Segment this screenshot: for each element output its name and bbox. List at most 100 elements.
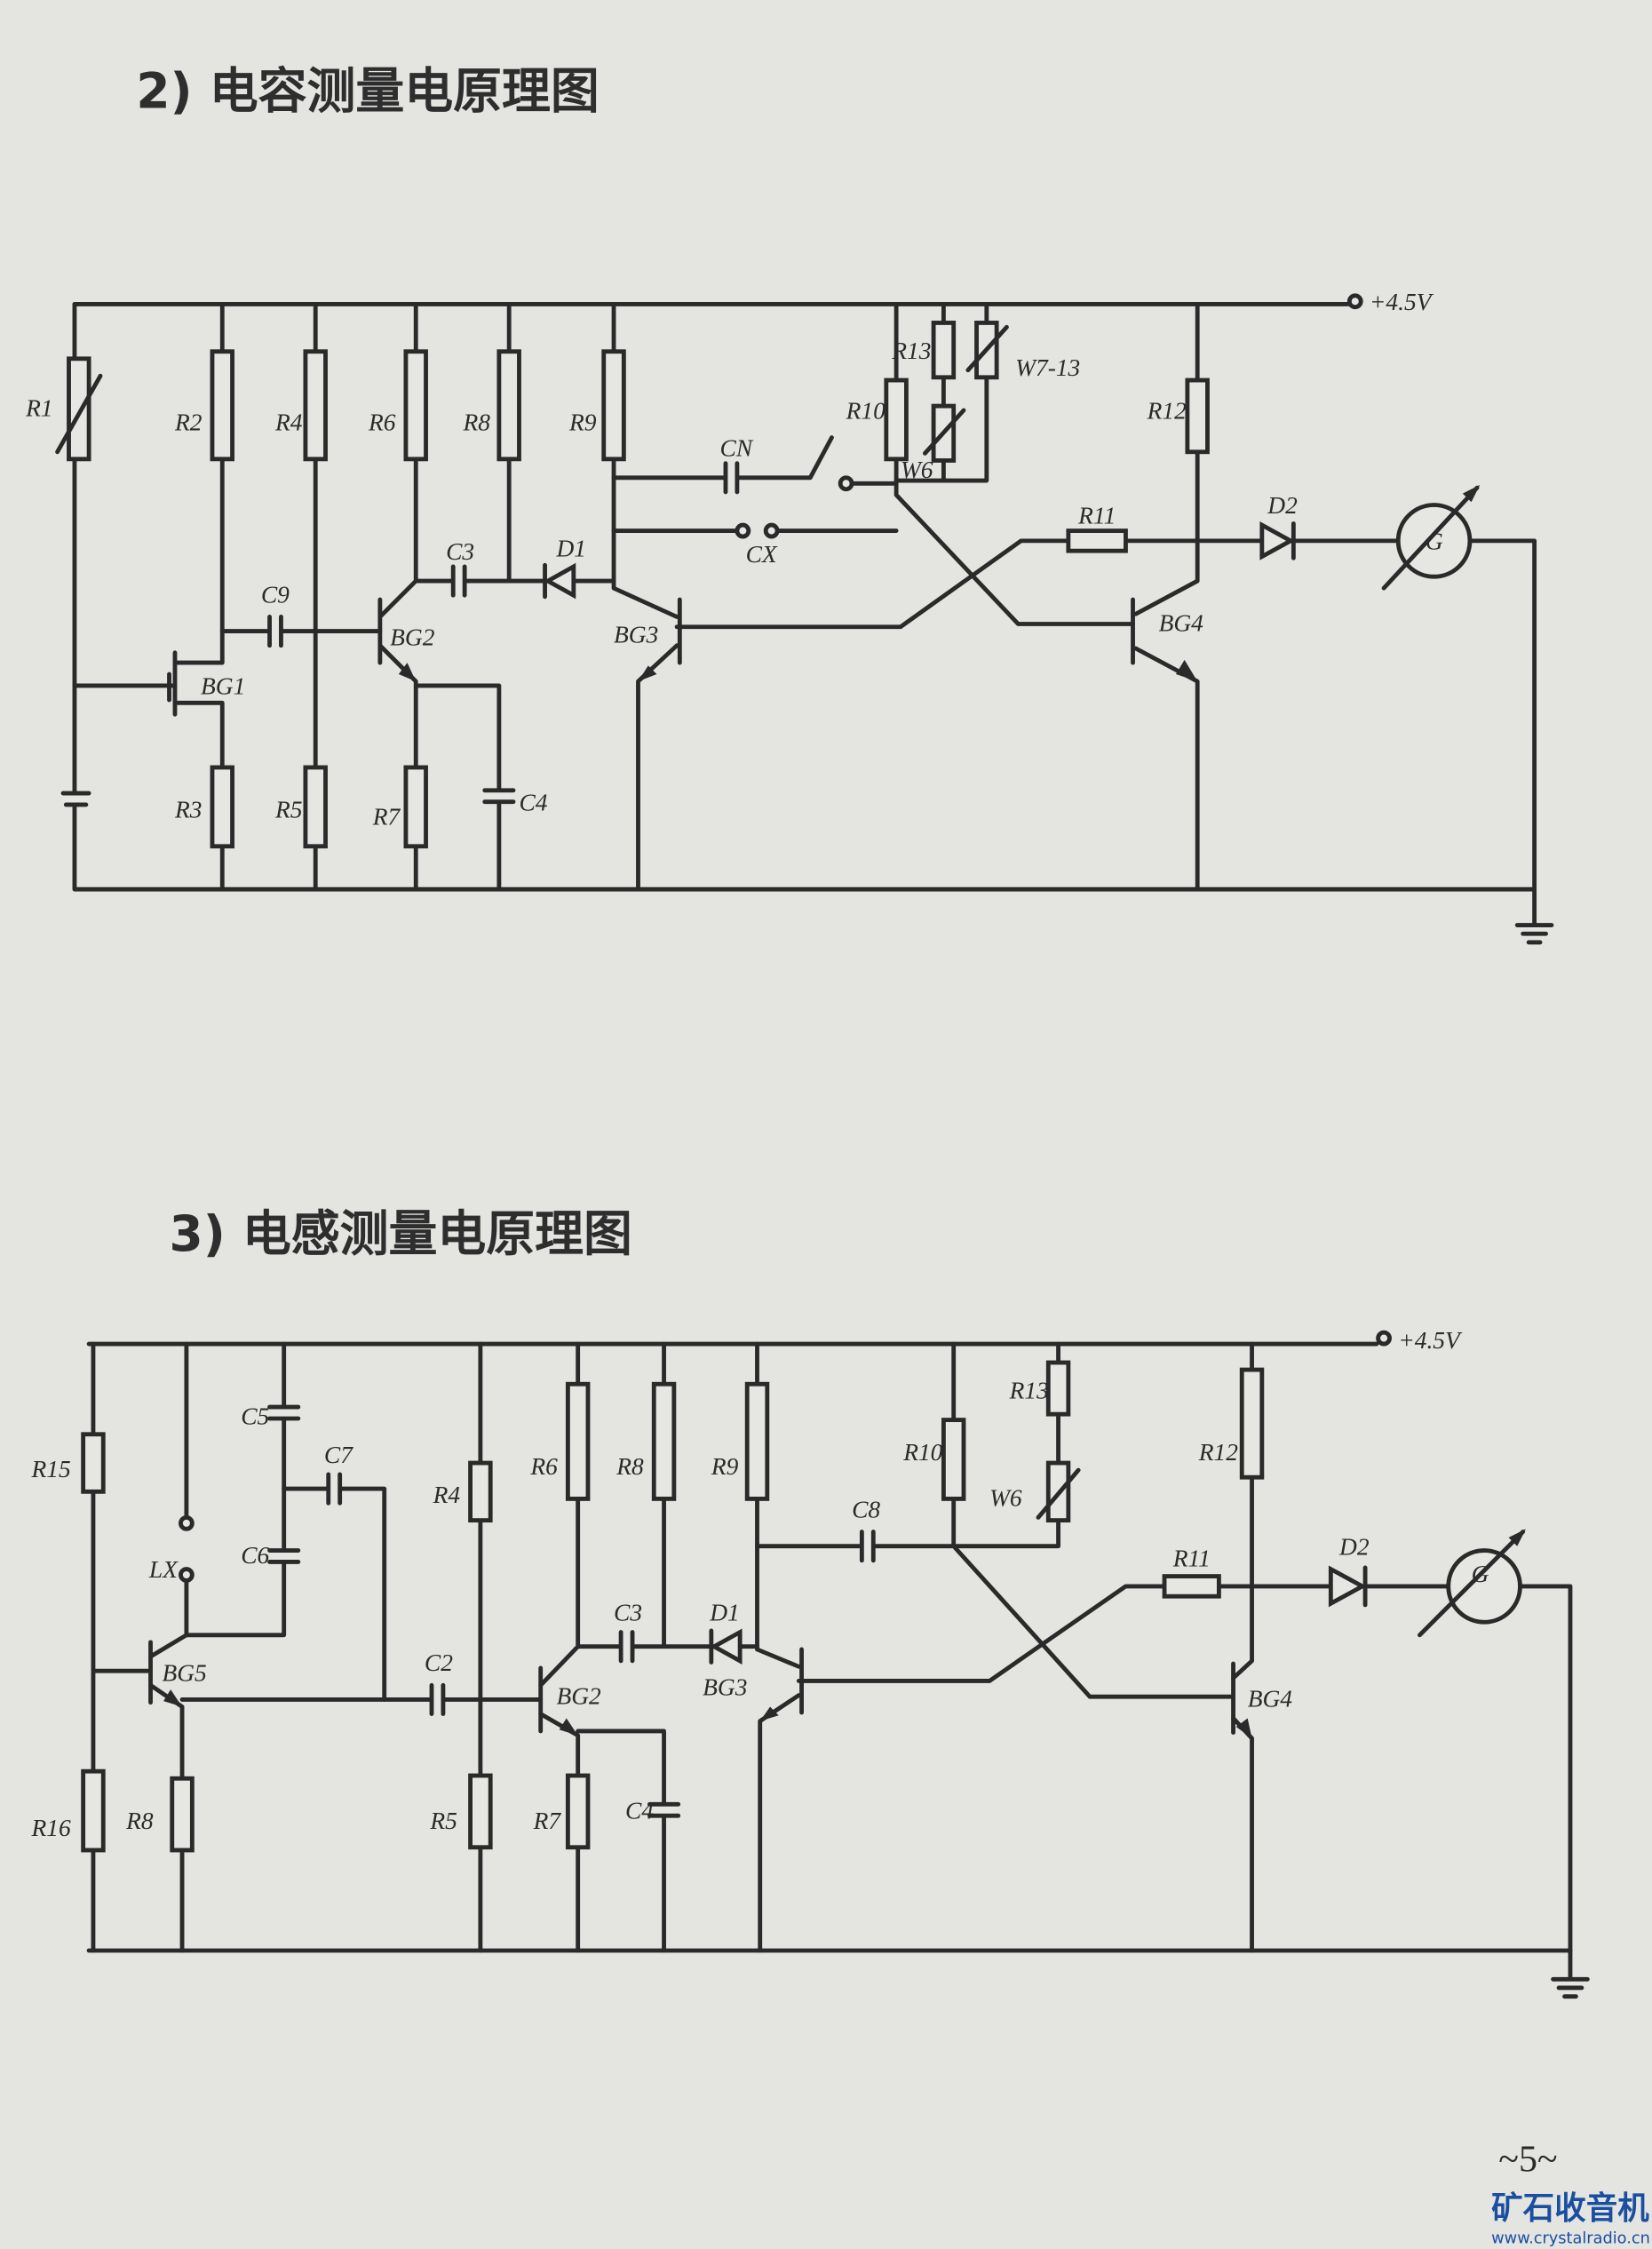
supply-terminal xyxy=(1346,293,1363,310)
capacitor-c9: C9 xyxy=(261,581,290,648)
resistor-r6: R6 xyxy=(529,1381,591,1501)
svg-text:矿石收音机: 矿石收音机 xyxy=(1491,2190,1649,2227)
svg-text:C6: C6 xyxy=(241,1542,269,1569)
resistor-r8-left: R8 xyxy=(125,1776,195,1853)
svg-text:G: G xyxy=(1426,528,1443,555)
capacitor-c4: C4 xyxy=(625,1797,681,1824)
capacitance-diagram: 2) 电容测量电原理图 +4.5V R1 R2 R3 R4 R5 R6 xyxy=(25,62,1554,945)
svg-text:R12: R12 xyxy=(1147,398,1187,425)
diagram1-title: 2) 电容测量电原理图 xyxy=(136,62,599,119)
svg-text:R13: R13 xyxy=(1009,1377,1049,1403)
capacitor-c3: C3 xyxy=(446,538,474,598)
svg-text:C4: C4 xyxy=(519,789,547,815)
lx-terminals[interactable]: LX xyxy=(148,1514,195,1583)
svg-text:R10: R10 xyxy=(846,398,886,425)
resistor-r7: R7 xyxy=(372,765,428,849)
svg-text:R13: R13 xyxy=(891,338,931,364)
diagram2-title: 3) 电感测量电原理图 xyxy=(170,1205,632,1262)
resistor-r8: R8 xyxy=(463,349,521,462)
svg-text:C4: C4 xyxy=(625,1797,654,1824)
resistor-r11: R11 xyxy=(1162,1545,1221,1599)
svg-text:C7: C7 xyxy=(324,1442,353,1468)
svg-text:C3: C3 xyxy=(614,1600,642,1626)
svg-text:R12: R12 xyxy=(1198,1439,1238,1466)
switch-terminal xyxy=(838,475,854,492)
svg-text:R7: R7 xyxy=(533,1808,562,1834)
resistor-r9: R9 xyxy=(711,1381,770,1501)
svg-text:W6: W6 xyxy=(901,457,933,483)
inductance-diagram: 3) 电感测量电原理图 +4.5V R15 R16 R8 R4 R5 R xyxy=(31,1205,1590,1999)
capacitor-battery xyxy=(60,791,91,807)
potentiometer-w7-13: W7-13 xyxy=(965,321,1080,381)
supply-terminal xyxy=(1376,1330,1392,1347)
capacitor-c3: C3 xyxy=(614,1600,642,1664)
svg-text:LX: LX xyxy=(148,1556,179,1583)
capacitor-c8: C8 xyxy=(852,1496,880,1563)
svg-text:D1: D1 xyxy=(709,1600,740,1626)
capacitor-c7: C7 xyxy=(324,1442,353,1506)
svg-text:R8: R8 xyxy=(616,1453,644,1480)
svg-text:D2: D2 xyxy=(1267,492,1298,519)
svg-text:R2: R2 xyxy=(174,409,203,436)
svg-text:BG2: BG2 xyxy=(390,624,435,651)
svg-text:BG2: BG2 xyxy=(556,1682,601,1709)
transistor-bg3: BG3 xyxy=(614,597,682,682)
svg-text:G: G xyxy=(1472,1561,1489,1587)
resistor-r15: R15 xyxy=(31,1432,106,1494)
svg-text:www.crystalradio.cn: www.crystalradio.cn xyxy=(1491,2229,1650,2247)
resistor-r13: R13 xyxy=(1009,1360,1071,1417)
svg-text:W7-13: W7-13 xyxy=(1015,354,1080,381)
diode-d2: D2 xyxy=(1259,492,1298,560)
svg-text:R4: R4 xyxy=(274,409,303,436)
capacitor-cn: CN xyxy=(720,435,754,495)
capacitor-c4: C4 xyxy=(482,788,548,815)
svg-text:BG3: BG3 xyxy=(703,1674,747,1701)
resistor-r4: R4 xyxy=(433,1460,493,1523)
cx-terminals[interactable]: CX xyxy=(735,522,780,568)
svg-text:R10: R10 xyxy=(902,1439,942,1466)
svg-text:W6: W6 xyxy=(989,1484,1022,1511)
resistor-r9: R9 xyxy=(568,349,626,462)
svg-text:D2: D2 xyxy=(1338,1533,1370,1560)
transistor-bg3: BG3 xyxy=(703,1647,804,1721)
resistor-r13: R13 xyxy=(891,321,957,380)
svg-text:R5: R5 xyxy=(429,1808,457,1834)
resistor-r4: R4 xyxy=(274,349,328,462)
resistor-r10: R10 xyxy=(846,377,909,462)
svg-text:R7: R7 xyxy=(372,804,401,830)
potentiometer-w6: W6 xyxy=(989,1460,1081,1523)
page-number: ~5~ xyxy=(1498,2140,1557,2181)
resistor-r16: R16 xyxy=(31,1768,106,1853)
svg-text:R1: R1 xyxy=(25,394,52,421)
svg-text:BG4: BG4 xyxy=(1159,610,1204,637)
resistor-r1: R1 xyxy=(25,356,103,462)
resistor-r5: R5 xyxy=(274,765,328,849)
svg-text:R16: R16 xyxy=(31,1815,71,1841)
diode-d2: D2 xyxy=(1328,1533,1370,1608)
resistor-r2: R2 xyxy=(174,349,234,462)
svg-text:C3: C3 xyxy=(446,538,474,565)
watermark: 矿石收音机 www.crystalradio.cn xyxy=(1491,2190,1650,2247)
svg-text:C5: C5 xyxy=(241,1403,269,1429)
svg-text:BG1: BG1 xyxy=(201,673,245,700)
transistor-bg5: BG5 xyxy=(148,1640,207,1707)
resistor-r8: R8 xyxy=(616,1381,677,1501)
resistor-r11: R11 xyxy=(1066,502,1128,553)
diode-d1: D1 xyxy=(709,1600,743,1665)
resistor-r7: R7 xyxy=(533,1773,591,1850)
svg-text:R9: R9 xyxy=(568,409,597,436)
diode-d1: D1 xyxy=(543,536,586,600)
svg-text:CX: CX xyxy=(746,541,778,568)
svg-text:BG4: BG4 xyxy=(1248,1686,1293,1713)
svg-text:BG3: BG3 xyxy=(614,622,658,648)
svg-text:D1: D1 xyxy=(555,536,586,562)
svg-text:R15: R15 xyxy=(31,1456,71,1482)
capacitor-c6: C6 xyxy=(241,1542,301,1569)
svg-text:R8: R8 xyxy=(463,409,491,436)
transistor-bg4: BG4 xyxy=(1131,597,1204,682)
resistor-r6: R6 xyxy=(368,349,428,462)
svg-text:CN: CN xyxy=(720,435,754,462)
resistor-r10: R10 xyxy=(902,1418,966,1501)
svg-text:R4: R4 xyxy=(433,1482,461,1508)
